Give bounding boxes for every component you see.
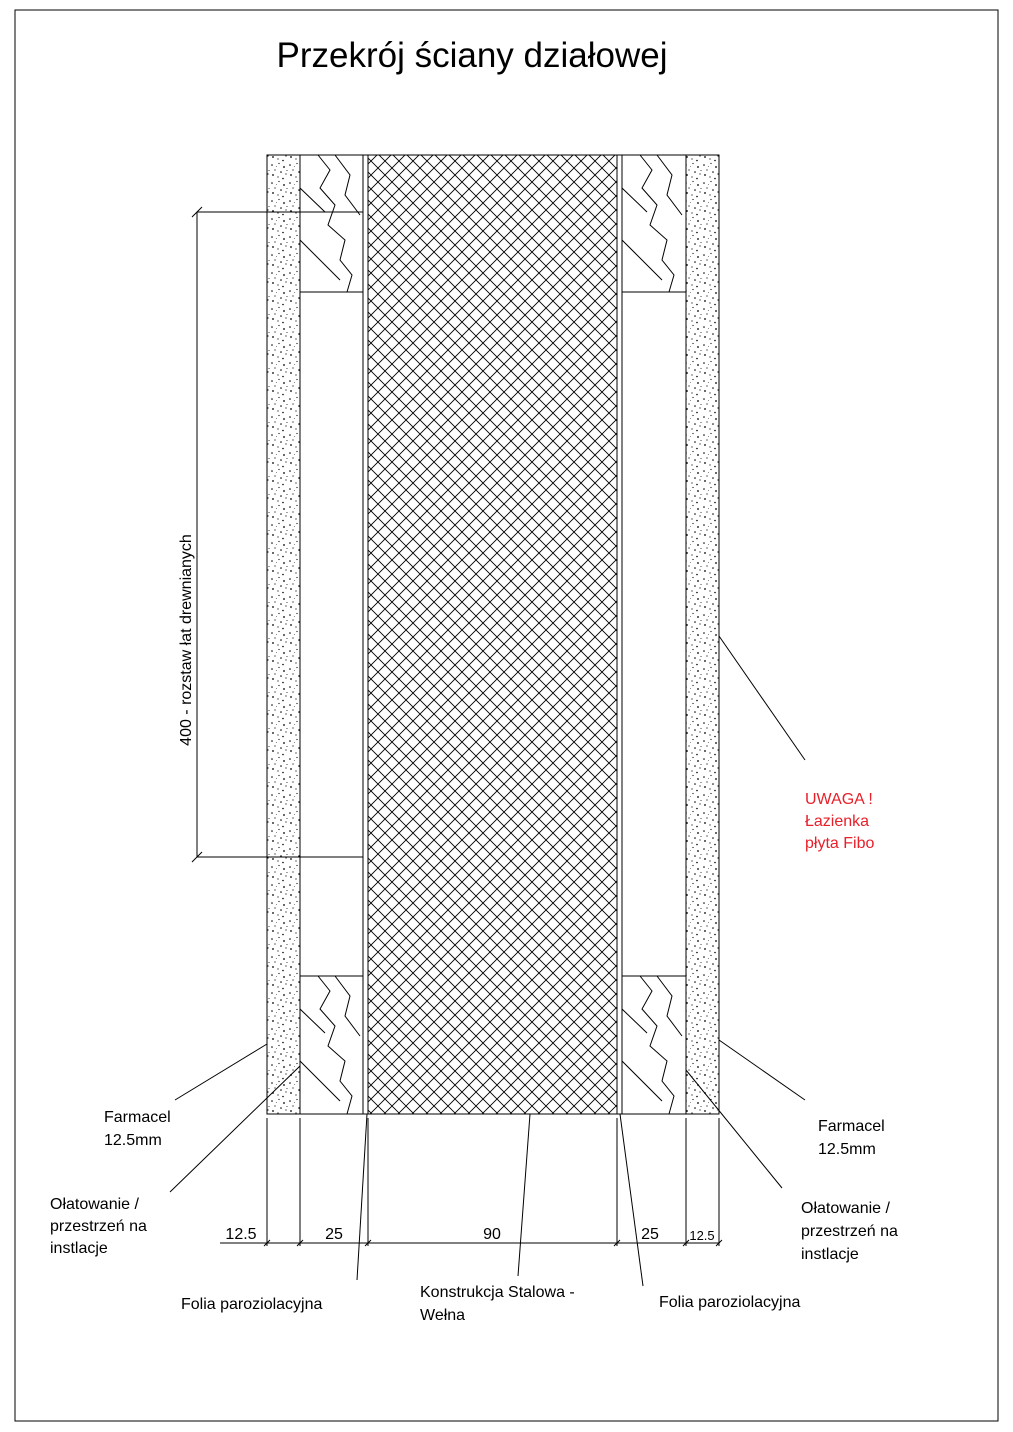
drawing-title: Przekrój ściany działowej [277, 36, 668, 75]
olatowanie-left-line-2: przestrzeń na [50, 1218, 147, 1235]
timber-batten-right-top [621, 154, 687, 293]
farmacel-right-line-2: 12.5mm [818, 1141, 876, 1158]
warning-note: UWAGA ! Łazienka płyta Fibo [805, 791, 874, 852]
folia-left-label: Folia paroziolacyjna [181, 1296, 323, 1313]
dimension-chain [220, 1118, 723, 1247]
board-right [685, 154, 720, 1115]
warning-line-1: UWAGA ! [805, 791, 873, 808]
leader-farmacel-left [174, 1043, 268, 1101]
leader-warning [718, 635, 806, 761]
timber-batten-right-bottom [621, 975, 687, 1115]
spacing-dimension [191, 206, 363, 863]
dim-batten-left: 25 [325, 1226, 343, 1243]
folia-right-label: Folia paroziolacyjna [659, 1294, 801, 1311]
warning-line-2: Łazienka [805, 813, 869, 830]
farmacel-right-line-1: Farmacel [818, 1118, 885, 1135]
leader-olatowanie-right [685, 1069, 783, 1189]
olatowanie-right-line-2: przestrzeń na [801, 1223, 898, 1240]
farmacel-left-line-1: Farmacel [104, 1109, 171, 1126]
leader-farmacel-right [718, 1039, 806, 1101]
dim-batten-right: 25 [641, 1226, 659, 1243]
timber-batten-left-bottom [299, 975, 364, 1115]
konstrukcja-line-2: Wełna [420, 1307, 465, 1324]
leader-folia-right [619, 1113, 644, 1287]
leader-folia-left [356, 1113, 368, 1281]
sheet-border [14, 9, 999, 1422]
olatowanie-right-line-3: instlacje [801, 1246, 859, 1263]
farmacel-left-line-2: 12.5mm [104, 1132, 162, 1149]
olatowanie-left-line-1: Ołatowanie / [50, 1196, 139, 1213]
warning-line-3: płyta Fibo [805, 835, 874, 852]
olatowanie-left-line-3: instlacje [50, 1240, 108, 1257]
dim-board-left: 12.5 [225, 1226, 256, 1243]
timber-batten-left-top [299, 154, 364, 293]
leader-olatowanie-left [169, 1065, 301, 1193]
konstrukcja-line-1: Konstrukcja Stalowa - [420, 1284, 575, 1301]
batten-cavity-left [299, 155, 369, 1114]
steel-wool-core [367, 154, 618, 1115]
dim-core: 90 [483, 1226, 501, 1243]
board-left [266, 154, 301, 1115]
olatowanie-right-line-1: Ołatowanie / [801, 1200, 890, 1217]
batten-cavity-right [616, 155, 687, 1114]
leader-konstrukcja [517, 1113, 531, 1277]
spacing-label: 400 - rozstaw łat drewnianych [178, 534, 195, 746]
dim-board-right: 12.5 [689, 1228, 714, 1243]
